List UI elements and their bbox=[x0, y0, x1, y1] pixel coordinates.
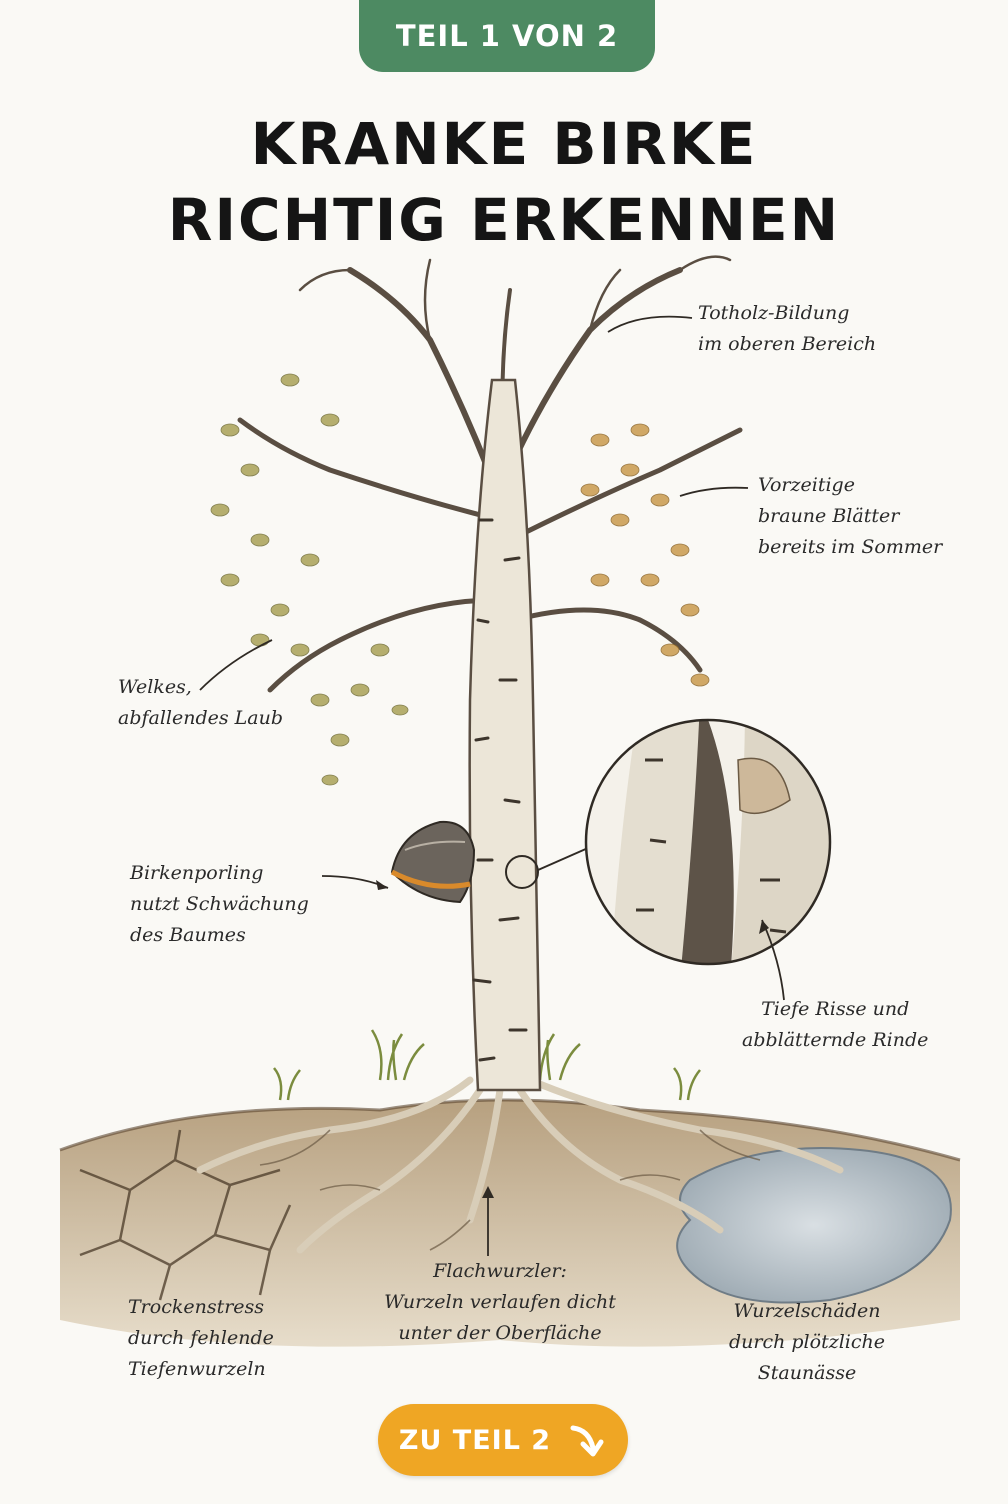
birch-polypore-fungus bbox=[390, 820, 476, 904]
magnifier-focus-ring bbox=[505, 855, 539, 889]
arrow-down-right-icon bbox=[570, 1425, 604, 1457]
foliage-wilting bbox=[210, 373, 409, 786]
page-title: KRANKE BIRKE RICHTIG ERKENNEN bbox=[0, 106, 1008, 258]
foliage-brown bbox=[580, 423, 710, 687]
roots bbox=[196, 1076, 844, 1254]
cracked-earth bbox=[79, 1129, 292, 1301]
label-waterlogging: Wurzelschäden durch plötzliche Staunässe bbox=[729, 1300, 885, 1384]
bark-detail-inset bbox=[584, 718, 832, 966]
title-line-1: KRANKE BIRKE bbox=[250, 110, 758, 178]
waterlogging-puddle bbox=[676, 1147, 952, 1304]
trunk bbox=[468, 378, 542, 1092]
label-bark-cracks: Tiefe Risse und abblätternde Rinde bbox=[742, 998, 929, 1051]
title-line-2: RICHTIG ERKENNEN bbox=[167, 186, 841, 254]
label-brown-leaves: Vorzeitige braune Blätter bereits im Som… bbox=[758, 474, 943, 558]
next-part-button[interactable]: ZU TEIL 2 bbox=[378, 1404, 628, 1476]
label-shallow-roots: Flachwurzler: Wurzeln verlaufen dicht un… bbox=[384, 1260, 616, 1344]
label-birch-polypore: Birkenporling nutzt Schwächung des Baume… bbox=[130, 862, 309, 946]
next-part-label: ZU TEIL 2 bbox=[398, 1424, 552, 1456]
leader-arrowheads bbox=[376, 880, 769, 1198]
label-deadwood: Totholz-Bildung im oberen Bereich bbox=[698, 302, 877, 355]
part-badge: TEIL 1 VON 2 bbox=[359, 0, 655, 72]
label-wilting-leaves: Welkes, abfallendes Laub bbox=[118, 676, 284, 729]
label-drought-stress: Trockenstress durch fehlende Tiefenwurze… bbox=[128, 1296, 274, 1380]
